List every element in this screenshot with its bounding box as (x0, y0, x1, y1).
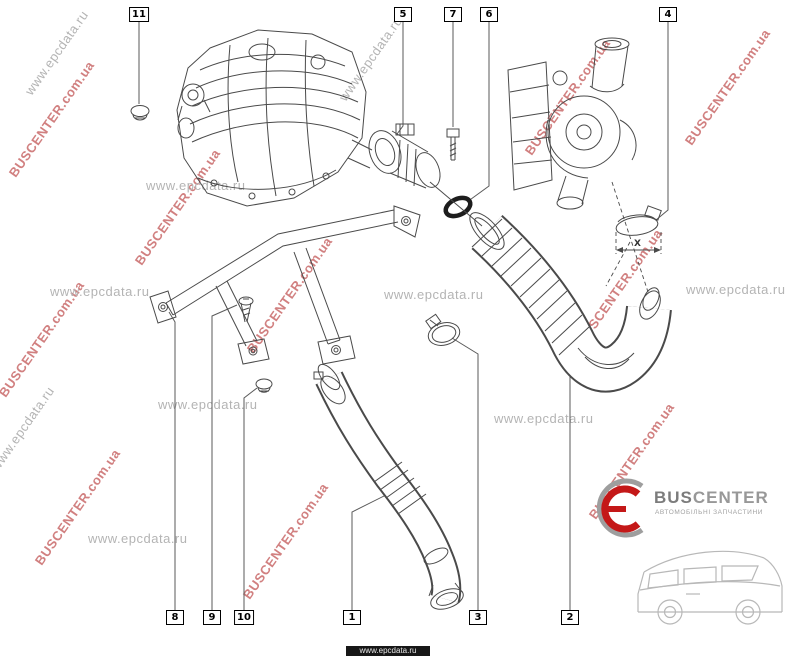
callout-9[interactable]: 9 (203, 610, 221, 625)
dimension-label: X (634, 239, 641, 249)
callout-6[interactable]: 6 (480, 7, 498, 22)
watermark-epcdata: www.epcdata.ru (158, 397, 258, 412)
brand-center: CENTER (692, 488, 769, 507)
callout-3[interactable]: 3 (469, 610, 487, 625)
cropped-watermark-strip: www.epcdata.ru (346, 646, 430, 656)
engine-air-cleaner-art (176, 29, 373, 207)
callout-4[interactable]: 4 (659, 7, 677, 22)
callout-5[interactable]: 5 (394, 7, 412, 22)
assembly-axis-line (429, 181, 483, 227)
van-illustration (637, 550, 783, 625)
intake-hose-art (469, 212, 672, 393)
brand-tagline: АВТОМОБІЛЬНІ ЗАПЧАСТИНИ (655, 509, 764, 516)
callout-1[interactable]: 1 (343, 610, 361, 625)
bolt-7-art (446, 128, 460, 161)
o-ring-6-art (443, 195, 473, 219)
grommet-10-art (255, 378, 273, 393)
clamp-4-art: X (605, 181, 662, 293)
callout-2[interactable]: 2 (561, 610, 579, 625)
cropped-watermark-text: www.epcdata.ru (359, 646, 417, 655)
watermark-epcdata: www.epcdata.ru (686, 282, 786, 297)
callout-10[interactable]: 10 (234, 610, 254, 625)
turbocharger-art (507, 37, 637, 210)
watermark-epcdata: www.epcdata.ru (146, 178, 246, 193)
air-duct-pipe-art (313, 363, 464, 610)
screw-9-art (238, 296, 254, 323)
brand-name: BUSCENTER (654, 488, 769, 508)
watermark-epcdata: www.epcdata.ru (50, 284, 150, 299)
bracket-8-art (149, 205, 421, 365)
watermark-epcdata: www.epcdata.ru (494, 411, 594, 426)
buscenter-logo-icon (596, 478, 644, 538)
watermark-epcdata: www.epcdata.ru (384, 287, 484, 302)
clamp-3-art (425, 313, 461, 346)
air-flow-sensor-art (368, 123, 441, 189)
callout-leader-lines (138, 22, 669, 610)
buscenter-logo: BUSCENTER АВТОМОБІЛЬНІ ЗАПЧАСТИНИ (588, 462, 793, 654)
watermark-epcdata: www.epcdata.ru (88, 531, 188, 546)
callout-7[interactable]: 7 (444, 7, 462, 22)
callout-8[interactable]: 8 (166, 610, 184, 625)
callout-11[interactable]: 11 (129, 7, 149, 22)
grommet-11-art (130, 105, 150, 121)
brand-bus: BUS (654, 488, 693, 507)
